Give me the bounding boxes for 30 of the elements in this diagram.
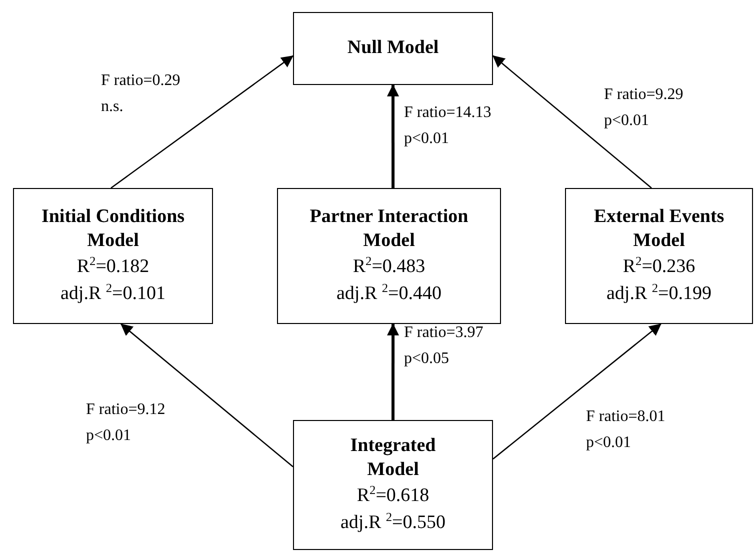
edge-label: F ratio=8.01 p<0.01: [586, 407, 666, 453]
model-name: Initial Conditions Model: [40, 204, 186, 254]
arrow: [387, 323, 400, 420]
model-box: [293, 420, 493, 550]
fit-statistic: adj.R $^{2}$=0.550: [340, 510, 446, 535]
fit-statistic: adj.R $^{2}$=0.440: [336, 280, 442, 306]
arrow: [110, 55, 294, 189]
model-box: [565, 188, 753, 324]
arrow: [492, 324, 662, 460]
arrow: [120, 324, 294, 468]
model-name: Null Model: [347, 36, 439, 60]
edge-label: F ratio=14.13 p<0.01: [404, 103, 492, 149]
model-box: [277, 188, 501, 324]
fit-statistic: R$^{2}$=0.236: [622, 254, 696, 280]
arrow: [492, 55, 652, 188]
model-box: [13, 188, 213, 324]
model-name: Partner Interaction Model: [308, 204, 470, 254]
fit-statistic: adj.R $^{2}$=0.101: [60, 280, 166, 306]
model-box: [293, 12, 493, 85]
fit-statistic: R$^{2}$=0.182: [76, 254, 150, 280]
model-name: Integrated Model: [349, 434, 437, 482]
fit-statistic: R$^{2}$=0.483: [352, 254, 426, 280]
edge-label: F ratio=3.97 p<0.05: [404, 323, 484, 369]
model-name: External Events Model: [592, 204, 726, 254]
fit-statistic: R$^{2}$=0.618: [356, 483, 430, 508]
edge-label: F ratio=9.12 p<0.01: [86, 400, 166, 446]
fit-statistic: adj.R $^{2}$=0.199: [606, 280, 712, 306]
arrow: [387, 84, 399, 188]
edge-label: F ratio=0.29 n.s.: [101, 71, 182, 117]
edge-label: F ratio=9.29 p<0.01: [604, 85, 684, 131]
